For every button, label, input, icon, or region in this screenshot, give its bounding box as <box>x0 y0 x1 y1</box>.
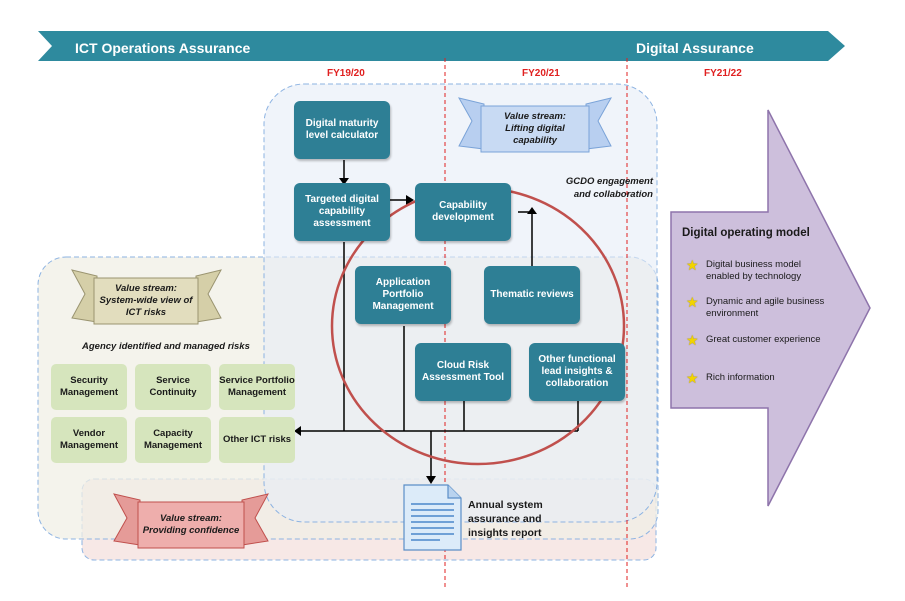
fy-label-1: FY19/20 <box>327 68 365 79</box>
operating-model-item: ★ Great customer experience <box>686 332 826 348</box>
ribbon-lifting <box>457 97 613 153</box>
star-icon: ★ <box>686 257 699 273</box>
box-service-portfolio: Service Portfolio Management <box>219 364 295 410</box>
operating-model-item: ★ Dynamic and agile business environment <box>686 294 826 320</box>
ribbon-confidence <box>113 493 269 549</box>
operating-model-title: Digital operating model <box>682 227 810 239</box>
ribbon-system-wide <box>71 269 222 325</box>
star-icon: ★ <box>686 370 699 386</box>
box-other-functional: Other functional lead insights & collabo… <box>529 343 625 401</box>
box-vendor-management: Vendor Management <box>51 417 127 463</box>
star-icon: ★ <box>686 294 699 310</box>
operating-model-item-label: Great customer experience <box>706 334 821 345</box>
box-capacity-management: Capacity Management <box>135 417 211 463</box>
operating-model-arrow <box>670 109 871 507</box>
star-icon: ★ <box>686 332 699 348</box>
box-security-management: Security Management <box>51 364 127 410</box>
fy-label-3: FY21/22 <box>704 68 742 79</box>
connectors <box>299 160 579 478</box>
box-service-continuity: Service Continuity <box>135 364 211 410</box>
banner-left-label: ICT Operations Assurance <box>75 40 251 56</box>
operating-model-item-label: Rich information <box>706 372 775 383</box>
value-stream-lifting: Value stream: Lifting digital capability <box>504 111 566 146</box>
arrowheads <box>294 178 537 484</box>
operating-model-item: ★ Rich information <box>686 370 826 386</box>
operating-model-item: ★ Digital business model enabled by tech… <box>686 257 826 283</box>
value-stream-confidence: Value stream: Providing confidence <box>142 513 240 536</box>
fy-label-2: FY20/21 <box>522 68 560 79</box>
box-cloud-risk: Cloud Risk Assessment Tool <box>415 343 511 401</box>
box-thematic-reviews: Thematic reviews <box>484 266 580 324</box>
box-other-ict-risks: Other ICT risks <box>219 417 295 463</box>
operating-model-item-label: Digital business model enabled by techno… <box>706 259 802 282</box>
agency-label: Agency identified and managed risks <box>82 341 250 352</box>
value-stream-system-wide: Value stream: System-wide view of ICT ri… <box>99 283 193 318</box>
box-application-portfolio: Application Portfolio Management <box>355 266 451 324</box>
gcdo-label: GCDO engagement and collaboration <box>565 176 653 200</box>
box-maturity-calculator: Digital maturity level calculator <box>294 101 390 159</box>
document-icon <box>403 484 462 551</box>
operating-model-item-label: Dynamic and agile business environment <box>706 296 825 319</box>
banner-right-label: Digital Assurance <box>636 40 754 56</box>
box-capability-development: Capability development <box>415 183 511 241</box>
banner-arrow <box>38 31 845 61</box>
report-label: Annual system assurance and insights rep… <box>468 499 543 539</box>
box-targeted-assessment: Targeted digital capability assessment <box>294 183 390 241</box>
